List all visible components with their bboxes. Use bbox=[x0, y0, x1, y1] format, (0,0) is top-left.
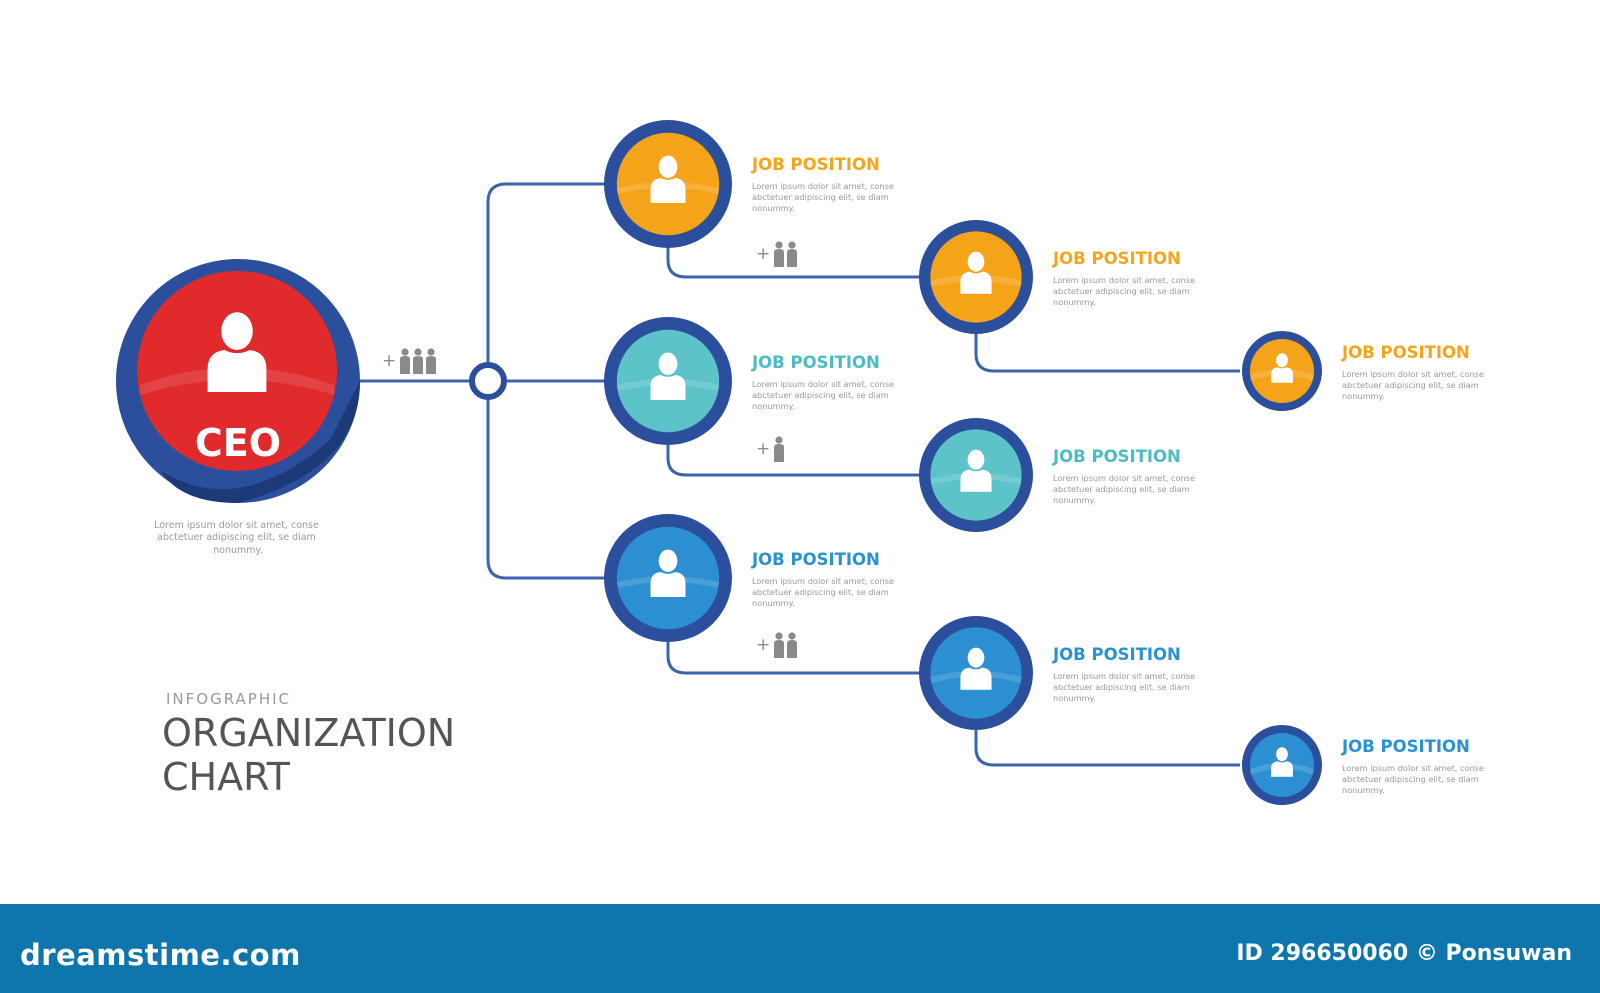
plus-sign: + bbox=[382, 351, 396, 371]
footer-logo: dreamstime.com bbox=[20, 938, 301, 972]
position-description-line: nonummy. bbox=[1053, 693, 1096, 703]
connector-blue-2-3 bbox=[974, 718, 1240, 767]
position-description-line: abctetuer adipiscing elit, se diam bbox=[752, 192, 889, 202]
position-node-orange-3: JOB POSITION Lorem ipsum dolor sit amet, … bbox=[1242, 331, 1484, 411]
title-kicker: INFOGRAPHIC bbox=[166, 690, 291, 708]
people-icon bbox=[413, 348, 423, 374]
people-icon bbox=[774, 436, 784, 462]
position-description-line: nonummy. bbox=[752, 203, 795, 213]
team-badge-teal: + bbox=[756, 436, 784, 462]
org-chart-diagram: CEO Lorem ipsum dolor sit amet, conse ab… bbox=[116, 120, 1484, 805]
position-description-line: nonummy. bbox=[1053, 495, 1096, 505]
position-title: JOB POSITION bbox=[1052, 249, 1181, 268]
people-icon bbox=[400, 348, 410, 374]
position-title: JOB POSITION bbox=[1341, 343, 1470, 362]
people-icon bbox=[426, 348, 436, 374]
chart-title: INFOGRAPHIC ORGANIZATION CHART bbox=[162, 690, 455, 799]
position-description-line: abctetuer adipiscing elit, se diam bbox=[1342, 380, 1479, 390]
position-description-line: Lorem ipsum dolor sit amet, conse bbox=[1053, 671, 1195, 681]
position-node-teal-1: JOB POSITION Lorem ipsum dolor sit amet, … bbox=[604, 317, 894, 445]
position-description-line: Lorem ipsum dolor sit amet, conse bbox=[1053, 473, 1195, 483]
position-description-line: Lorem ipsum dolor sit amet, conse bbox=[752, 181, 894, 191]
position-title: JOB POSITION bbox=[751, 155, 880, 174]
footer-bar: dreamstime.com ID 296650060 © Ponsuwan bbox=[0, 904, 1600, 993]
footer-credit: ID 296650060 © Ponsuwan bbox=[1236, 941, 1572, 966]
position-node-orange-1: JOB POSITION Lorem ipsum dolor sit amet, … bbox=[604, 120, 894, 248]
position-description-line: abctetuer adipiscing elit, se diam bbox=[752, 390, 889, 400]
position-title: JOB POSITION bbox=[1341, 737, 1470, 756]
position-description-line: nonummy. bbox=[1342, 391, 1385, 401]
position-title: JOB POSITION bbox=[751, 550, 880, 569]
position-description-line: nonummy. bbox=[752, 598, 795, 608]
position-node-orange-2: JOB POSITION Lorem ipsum dolor sit amet, … bbox=[919, 220, 1195, 334]
connector-blue-1-2 bbox=[666, 634, 925, 675]
title-line-1: ORGANIZATION bbox=[162, 711, 455, 755]
connector-hub bbox=[469, 362, 507, 400]
position-description-line: abctetuer adipiscing elit, se diam bbox=[752, 587, 889, 597]
team-badge-ceo: + bbox=[382, 348, 436, 374]
position-nodes: JOB POSITION Lorem ipsum dolor sit amet, … bbox=[604, 120, 1484, 805]
position-description-line: abctetuer adipiscing elit, se diam bbox=[1053, 682, 1190, 692]
people-icon bbox=[787, 241, 797, 267]
position-description-line: Lorem ipsum dolor sit amet, conse bbox=[752, 379, 894, 389]
people-icon bbox=[774, 632, 784, 658]
position-node-blue-3: JOB POSITION Lorem ipsum dolor sit amet, … bbox=[1242, 725, 1484, 805]
connector-hub-trunk bbox=[486, 182, 610, 580]
position-node-teal-2: JOB POSITION Lorem ipsum dolor sit amet, … bbox=[919, 418, 1195, 532]
plus-sign: + bbox=[756, 439, 770, 459]
position-description-line: abctetuer adipiscing elit, se diam bbox=[1053, 484, 1190, 494]
position-description-line: Lorem ipsum dolor sit amet, conse bbox=[1342, 763, 1484, 773]
position-description-line: Lorem ipsum dolor sit amet, conse bbox=[1342, 369, 1484, 379]
team-badge-blue: + bbox=[756, 632, 797, 658]
position-title: JOB POSITION bbox=[1052, 645, 1181, 664]
team-badge-orange: + bbox=[756, 241, 797, 267]
position-title: JOB POSITION bbox=[751, 353, 880, 372]
connector-teal-1-2 bbox=[666, 437, 925, 477]
position-node-blue-1: JOB POSITION Lorem ipsum dolor sit amet, … bbox=[604, 514, 894, 642]
connector-orange-2-3 bbox=[974, 322, 1240, 373]
ceo-description: Lorem ipsum dolor sit amet, conse abctet… bbox=[154, 520, 322, 556]
plus-sign: + bbox=[756, 244, 770, 264]
position-title: JOB POSITION bbox=[1052, 447, 1181, 466]
ceo-node: CEO bbox=[116, 259, 360, 503]
title-line-2: CHART bbox=[162, 755, 291, 799]
people-icon bbox=[787, 632, 797, 658]
position-node-blue-2: JOB POSITION Lorem ipsum dolor sit amet, … bbox=[919, 616, 1195, 730]
connector-lines bbox=[352, 182, 1240, 767]
ceo-label: CEO bbox=[195, 421, 281, 465]
position-description-line: Lorem ipsum dolor sit amet, conse bbox=[752, 576, 894, 586]
position-description-line: abctetuer adipiscing elit, se diam bbox=[1342, 774, 1479, 784]
position-description-line: Lorem ipsum dolor sit amet, conse bbox=[1053, 275, 1195, 285]
people-icon bbox=[774, 241, 784, 267]
plus-sign: + bbox=[756, 635, 770, 655]
position-description-line: nonummy. bbox=[1342, 785, 1385, 795]
position-description-line: nonummy. bbox=[1053, 297, 1096, 307]
connector-orange-1-2 bbox=[666, 240, 925, 279]
position-description-line: nonummy. bbox=[752, 401, 795, 411]
position-description-line: abctetuer adipiscing elit, se diam bbox=[1053, 286, 1190, 296]
